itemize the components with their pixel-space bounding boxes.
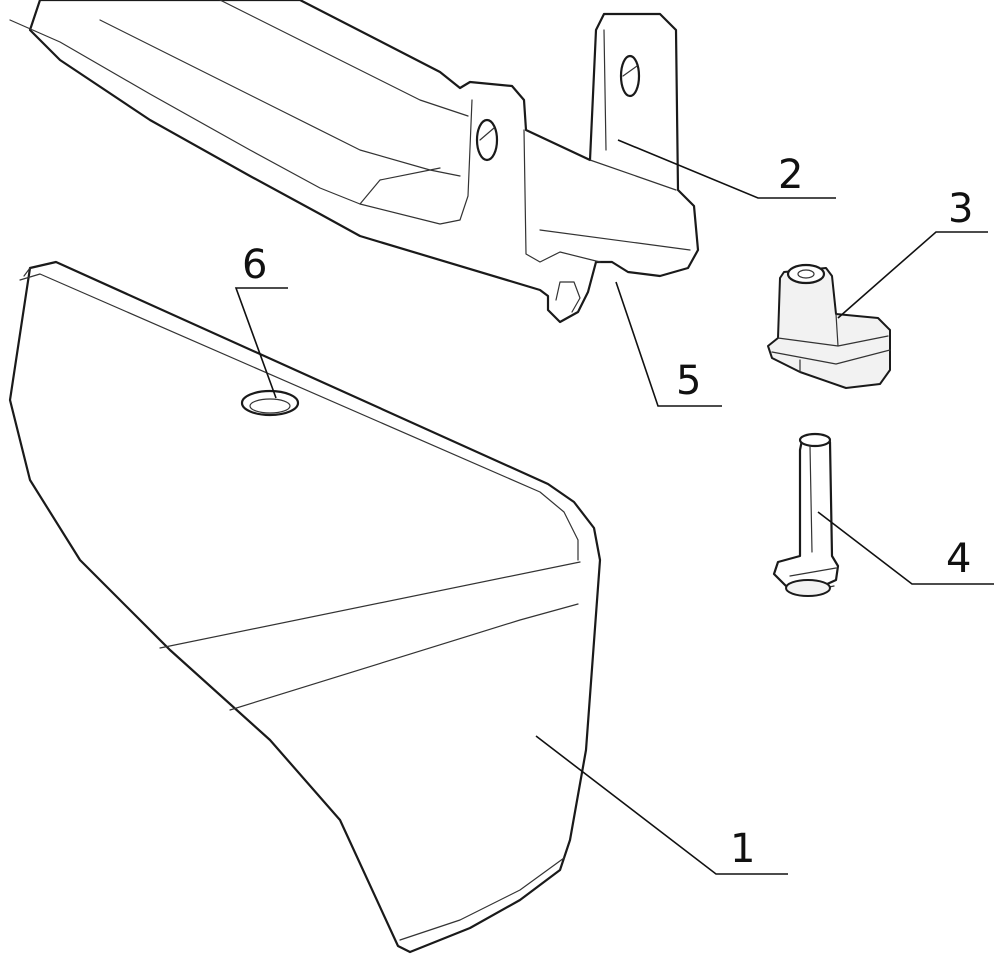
callout-5: 5: [616, 282, 722, 406]
clip-nut-part: [768, 265, 890, 388]
callout-label: 5: [676, 358, 701, 404]
callout-3: 3: [838, 186, 988, 318]
callout-label: 1: [730, 826, 755, 872]
bracket-part: [10, 0, 698, 322]
panel-hole: [242, 391, 298, 415]
callout-4: 4: [818, 512, 994, 584]
panel-part: [10, 262, 600, 952]
callout-label: 6: [242, 242, 267, 288]
callout-label: 4: [946, 536, 971, 582]
callout-label: 3: [948, 186, 973, 232]
bolt-part: [774, 434, 838, 596]
callout-label: 2: [778, 152, 803, 198]
